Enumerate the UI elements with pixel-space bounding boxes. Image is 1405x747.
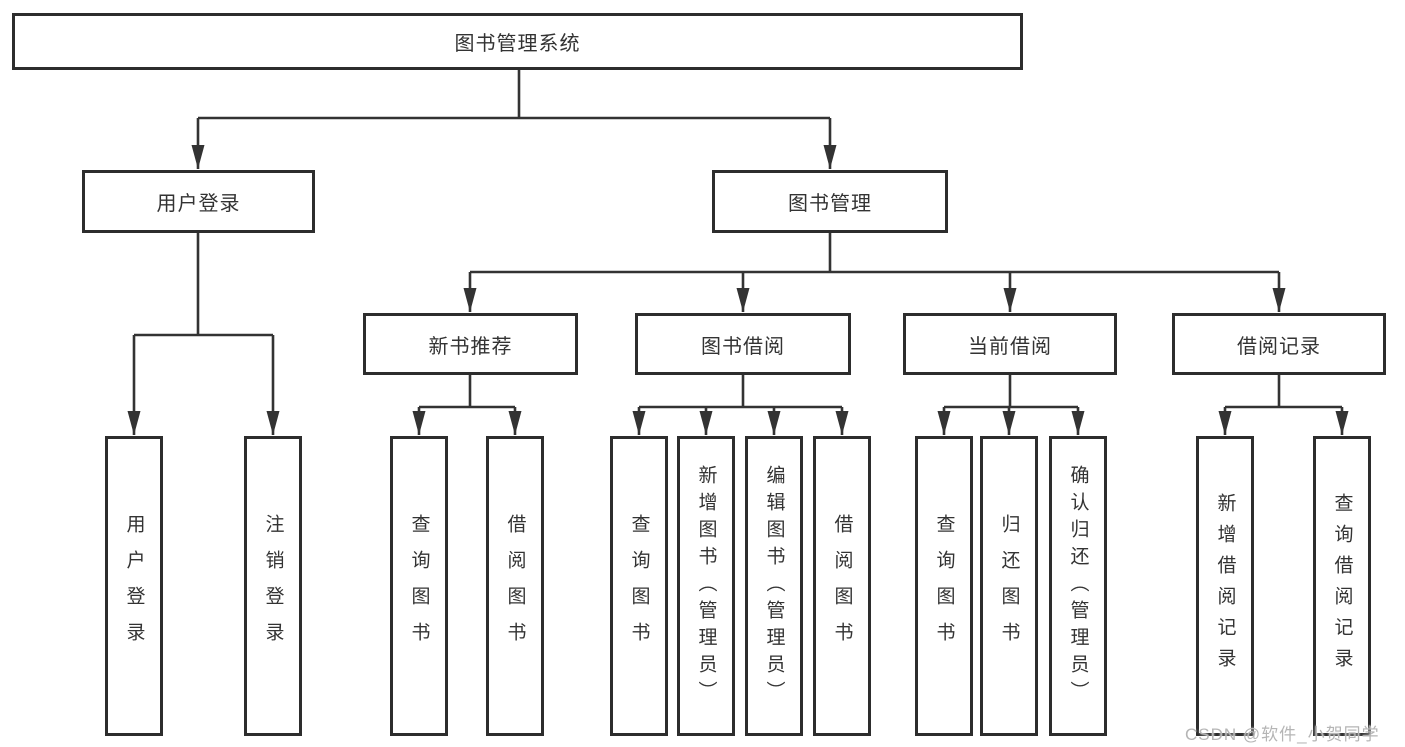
leaf-label: 借阅图书 (831, 514, 853, 658)
leaf-label: 注销登录 (262, 514, 284, 658)
leaf-user-login: 用户登录 (105, 436, 163, 736)
leaf-add-borrow-record: 新增借阅记录 (1196, 436, 1254, 736)
node-book-management: 图书管理 (712, 170, 948, 233)
leaf-label: 编辑图书（管理员） (763, 464, 785, 708)
leaf-borrow-books: 借阅图书 (813, 436, 871, 736)
leaf-query-books: 查询图书 (915, 436, 973, 736)
node-book-borrow: 图书借阅 (635, 313, 851, 375)
leaf-confirm-return-admin: 确认归还（管理员） (1049, 436, 1107, 736)
leaf-edit-book-admin: 编辑图书（管理员） (745, 436, 803, 736)
watermark: CSDN @软件_小贺同学 (1185, 725, 1380, 744)
leaf-logout: 注销登录 (244, 436, 302, 736)
node-library-system: 图书管理系统 (12, 13, 1023, 70)
node-user-login: 用户登录 (82, 170, 315, 233)
leaf-borrow-books: 借阅图书 (486, 436, 544, 736)
leaf-label: 新增图书（管理员） (695, 464, 717, 708)
leaf-query-borrow-record: 查询借阅记录 (1313, 436, 1371, 736)
leaf-label: 用户登录 (123, 514, 145, 658)
leaf-label: 新增借阅记录 (1214, 493, 1236, 679)
leaf-query-books: 查询图书 (610, 436, 668, 736)
leaf-label: 查询图书 (628, 514, 650, 658)
leaf-label: 查询图书 (408, 514, 430, 658)
leaf-add-book-admin: 新增图书（管理员） (677, 436, 735, 736)
leaf-label: 借阅图书 (504, 514, 526, 658)
leaf-label: 查询图书 (933, 514, 955, 658)
node-new-book-recommend: 新书推荐 (363, 313, 578, 375)
node-current-borrow: 当前借阅 (903, 313, 1117, 375)
leaf-label: 查询借阅记录 (1331, 493, 1353, 679)
leaf-label: 归还图书 (998, 514, 1020, 658)
leaf-label: 确认归还（管理员） (1067, 464, 1089, 708)
leaf-return-book: 归还图书 (980, 436, 1038, 736)
node-borrow-records: 借阅记录 (1172, 313, 1386, 375)
leaf-query-books: 查询图书 (390, 436, 448, 736)
